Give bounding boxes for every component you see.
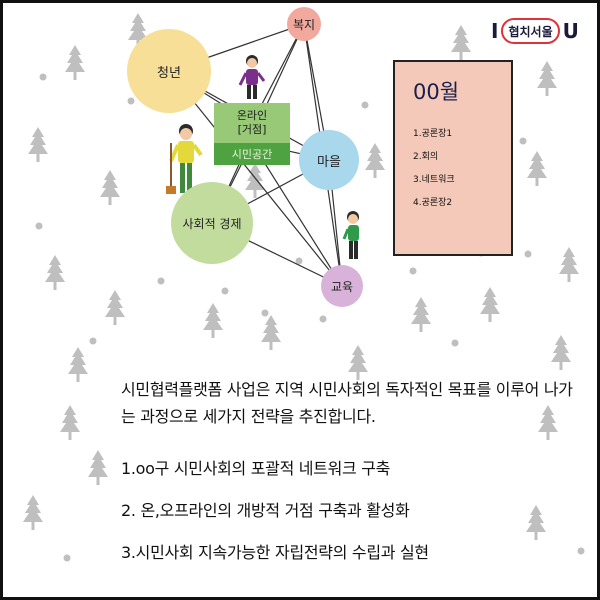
background-decoration <box>23 13 585 562</box>
tree-icon <box>411 297 431 332</box>
tree-icon <box>23 495 43 530</box>
tree-icon <box>527 151 547 186</box>
description-text: 시민협력플랫폼 사업은 지역 시민사회의 독자적인 목표를 이루어 나가는 과정… <box>121 380 573 426</box>
tree-icon <box>65 45 85 80</box>
tree-icon <box>537 61 557 96</box>
schedule-title: 00월 <box>413 80 460 104</box>
dot-mark <box>361 101 369 109</box>
schedule-item: 4.공론장2 <box>413 198 453 208</box>
tree-icon <box>261 315 281 350</box>
dot-mark <box>39 73 47 81</box>
person-figure-right <box>342 211 359 259</box>
hub-online-base: 온라인 [거점] <box>214 103 290 143</box>
strategy-item: 1.oo구 시민사회의 포괄적 네트워크 구축 <box>121 459 391 478</box>
node-welfare: 복지 <box>287 7 321 41</box>
dot-mark <box>295 257 303 265</box>
dot-mark <box>319 315 327 323</box>
tree-icon <box>68 347 88 382</box>
tree-icon <box>28 127 48 162</box>
tree-icon <box>451 25 471 60</box>
schedule-item: 2.회의 <box>413 152 439 162</box>
node-village: 마을 <box>299 130 359 190</box>
strategy-item: 2. 온,오프라인의 개방적 거점 구축과 활성화 <box>121 501 410 520</box>
logo-wordmark: 협치서울 <box>501 18 560 44</box>
dot-mark <box>221 287 229 295</box>
logo-letter-u: U <box>562 19 579 43</box>
node-education: 교육 <box>321 265 363 307</box>
tree-icon <box>60 405 80 440</box>
dot-mark <box>89 337 97 345</box>
tree-icon <box>365 143 385 178</box>
tree-icon <box>100 170 120 205</box>
person-figure-left <box>166 124 203 194</box>
tree-pattern <box>23 13 579 540</box>
strategy-item: 3.시민사회 지속가능한 자립전략의 수립과 실현 <box>121 543 429 562</box>
logo-letter-i: I <box>491 19 499 43</box>
dot-mark <box>127 97 135 105</box>
schedule-item: 3.네트워크 <box>413 175 455 185</box>
schedule-box: 00월 1.공론장1 2.회의 3.네트워크 4.공론장2 <box>393 60 513 256</box>
hub-label-online: 온라인 <box>236 109 268 122</box>
dot-mark <box>451 339 459 347</box>
dot-mark <box>157 277 165 285</box>
node-youth: 청년 <box>127 29 211 113</box>
tree-icon <box>480 287 500 322</box>
node-social-economy: 사회적 경제 <box>171 182 253 264</box>
dot-mark <box>519 137 527 145</box>
dot-mark <box>577 547 585 555</box>
dot-mark <box>409 267 417 275</box>
tree-icon <box>203 303 223 338</box>
strategy-list: 1.oo구 시민사회의 포괄적 네트워크 구축 2. 온,오프라인의 개방적 거… <box>121 455 429 581</box>
schedule-list: 1.공론장1 2.회의 3.네트워크 4.공론장2 <box>413 126 455 218</box>
person-figure-top <box>238 55 266 99</box>
tree-icon <box>559 247 579 282</box>
hub-label-citizen-space: 시민공간 <box>231 148 273 161</box>
logo: I 협치서울 U <box>491 15 579 47</box>
tree-icon <box>551 335 571 370</box>
tree-icon <box>88 450 108 485</box>
tree-icon <box>538 405 558 440</box>
tree-icon <box>45 255 65 290</box>
dot-mark <box>524 250 532 258</box>
dot-mark <box>35 222 43 230</box>
tree-icon <box>526 505 546 540</box>
hub-label-base: [거점] <box>237 123 267 136</box>
dot-mark <box>63 554 71 562</box>
tree-icon <box>105 290 125 325</box>
dot-mark <box>261 309 269 317</box>
hub-citizen-space: 시민공간 <box>214 143 290 165</box>
schedule-item: 1.공론장1 <box>413 129 453 139</box>
tree-icon <box>348 345 368 380</box>
